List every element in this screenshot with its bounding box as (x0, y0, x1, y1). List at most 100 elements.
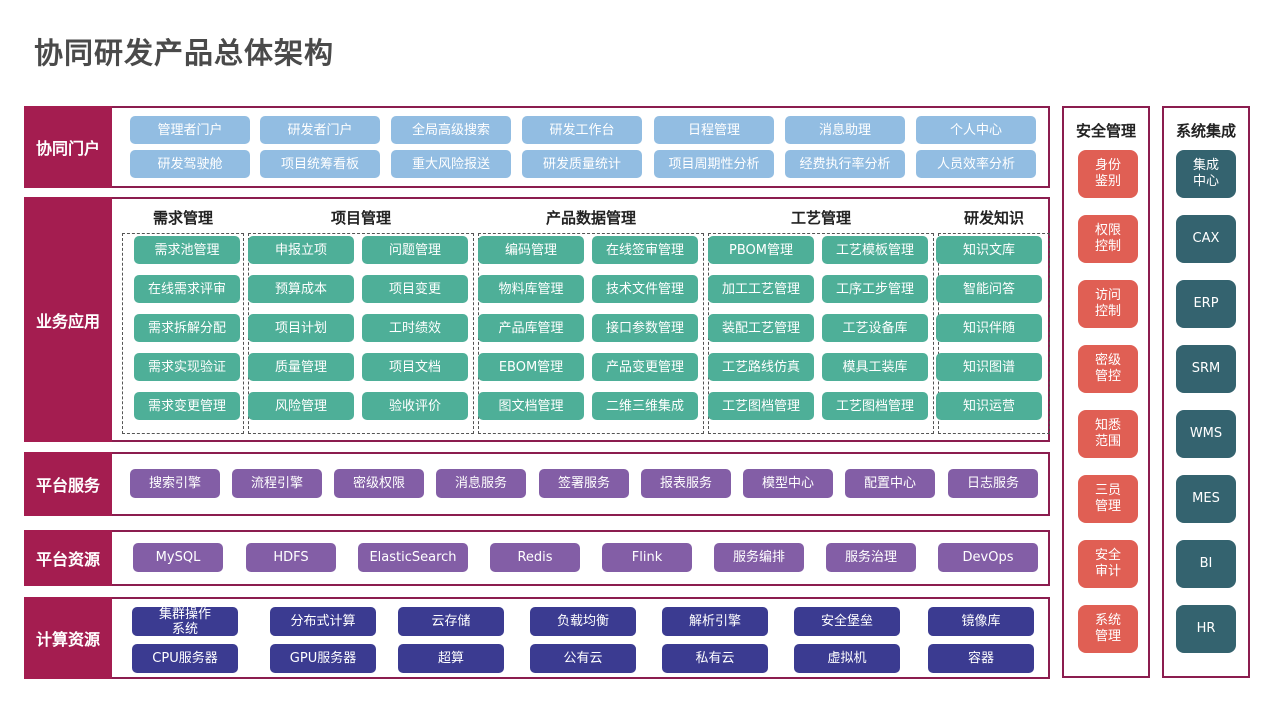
business-item[interactable]: 模具工装库 (822, 353, 928, 381)
portal-item[interactable]: 人员效率分析 (916, 150, 1036, 178)
resource-item[interactable]: Redis (490, 543, 580, 572)
business-item[interactable]: 知识图谱 (936, 353, 1042, 381)
compute-item[interactable]: 虚拟机 (794, 644, 900, 673)
business-item[interactable]: 需求拆解分配 (134, 314, 240, 342)
security-item[interactable]: 知悉范围 (1078, 410, 1138, 458)
business-item[interactable]: 智能问答 (936, 275, 1042, 303)
portal-item[interactable]: 经费执行率分析 (785, 150, 905, 178)
integration-item[interactable]: MES (1176, 475, 1236, 523)
portal-item[interactable]: 研发驾驶舱 (130, 150, 250, 178)
business-item[interactable]: 工艺设备库 (822, 314, 928, 342)
business-item[interactable]: 在线需求评审 (134, 275, 240, 303)
compute-item[interactable]: 超算 (398, 644, 504, 673)
business-item[interactable]: 项目计划 (248, 314, 354, 342)
business-item[interactable]: 二维三维集成 (592, 392, 698, 420)
compute-item[interactable]: 私有云 (662, 644, 768, 673)
integration-item[interactable]: BI (1176, 540, 1236, 588)
compute-item[interactable]: 云存储 (398, 607, 504, 636)
compute-item[interactable]: CPU服务器 (132, 644, 238, 673)
business-item[interactable]: 接口参数管理 (592, 314, 698, 342)
portal-item[interactable]: 重大风险报送 (391, 150, 511, 178)
service-item[interactable]: 日志服务 (948, 469, 1038, 498)
service-item[interactable]: 签署服务 (539, 469, 629, 498)
portal-item[interactable]: 研发质量统计 (522, 150, 642, 178)
resource-item[interactable]: MySQL (133, 543, 223, 572)
integration-item[interactable]: WMS (1176, 410, 1236, 458)
portal-item[interactable]: 日程管理 (654, 116, 774, 144)
business-item[interactable]: 知识运营 (936, 392, 1042, 420)
resource-item[interactable]: 服务编排 (714, 543, 804, 572)
portal-item[interactable]: 管理者门户 (130, 116, 250, 144)
business-item[interactable]: 需求变更管理 (134, 392, 240, 420)
business-item[interactable]: PBOM管理 (708, 236, 814, 264)
portal-item[interactable]: 全局高级搜索 (391, 116, 511, 144)
portal-item[interactable]: 项目周期性分析 (654, 150, 774, 178)
business-item[interactable]: 工艺图档管理 (822, 392, 928, 420)
business-item[interactable]: 产品库管理 (478, 314, 584, 342)
business-item[interactable]: 工艺路线仿真 (708, 353, 814, 381)
security-item[interactable]: 身份鉴别 (1078, 150, 1138, 198)
integration-item[interactable]: HR (1176, 605, 1236, 653)
compute-item[interactable]: 负载均衡 (530, 607, 636, 636)
portal-item[interactable]: 研发工作台 (522, 116, 642, 144)
resource-item[interactable]: DevOps (938, 543, 1038, 572)
resource-item[interactable]: ElasticSearch (358, 543, 468, 572)
service-item[interactable]: 搜索引擎 (130, 469, 220, 498)
business-item[interactable]: 项目文档 (362, 353, 468, 381)
business-item[interactable]: 知识文库 (936, 236, 1042, 264)
compute-item[interactable]: 公有云 (530, 644, 636, 673)
business-item[interactable]: 产品变更管理 (592, 353, 698, 381)
resource-item[interactable]: Flink (602, 543, 692, 572)
compute-item[interactable]: GPU服务器 (270, 644, 376, 673)
business-item[interactable]: 工艺模板管理 (822, 236, 928, 264)
security-item[interactable]: 安全审计 (1078, 540, 1138, 588)
resource-item[interactable]: 服务治理 (826, 543, 916, 572)
security-item[interactable]: 权限控制 (1078, 215, 1138, 263)
service-item[interactable]: 消息服务 (436, 469, 526, 498)
portal-item[interactable]: 研发者门户 (260, 116, 380, 144)
service-item[interactable]: 报表服务 (641, 469, 731, 498)
compute-item[interactable]: 集群操作系统 (132, 607, 238, 637)
business-item[interactable]: 工时绩效 (362, 314, 468, 342)
integration-item[interactable]: CAX (1176, 215, 1236, 263)
business-item[interactable]: 加工工艺管理 (708, 275, 814, 303)
service-item[interactable]: 流程引擎 (232, 469, 322, 498)
compute-item[interactable]: 分布式计算 (270, 607, 376, 636)
business-item[interactable]: 编码管理 (478, 236, 584, 264)
integration-item[interactable]: 集成中心 (1176, 150, 1236, 198)
business-item[interactable]: 风险管理 (248, 392, 354, 420)
business-item[interactable]: 工序工步管理 (822, 275, 928, 303)
service-item[interactable]: 配置中心 (845, 469, 935, 498)
compute-item[interactable]: 容器 (928, 644, 1034, 673)
business-item[interactable]: 申报立项 (248, 236, 354, 264)
security-item[interactable]: 系统管理 (1078, 605, 1138, 653)
service-item[interactable]: 密级权限 (334, 469, 424, 498)
portal-item[interactable]: 个人中心 (916, 116, 1036, 144)
compute-item[interactable]: 镜像库 (928, 607, 1034, 636)
portal-item[interactable]: 项目统筹看板 (260, 150, 380, 178)
security-item[interactable]: 三员管理 (1078, 475, 1138, 523)
business-item[interactable]: 质量管理 (248, 353, 354, 381)
service-item[interactable]: 模型中心 (743, 469, 833, 498)
business-item[interactable]: 验收评价 (362, 392, 468, 420)
business-item[interactable]: 需求池管理 (134, 236, 240, 264)
business-item[interactable]: 在线签审管理 (592, 236, 698, 264)
integration-item[interactable]: ERP (1176, 280, 1236, 328)
compute-item[interactable]: 安全堡垒 (794, 607, 900, 636)
security-item[interactable]: 访问控制 (1078, 280, 1138, 328)
security-item[interactable]: 密级管控 (1078, 345, 1138, 393)
business-item[interactable]: 工艺图档管理 (708, 392, 814, 420)
business-item[interactable]: 图文档管理 (478, 392, 584, 420)
business-item[interactable]: 技术文件管理 (592, 275, 698, 303)
business-item[interactable]: 需求实现验证 (134, 353, 240, 381)
business-item[interactable]: 预算成本 (248, 275, 354, 303)
business-item[interactable]: 问题管理 (362, 236, 468, 264)
resource-item[interactable]: HDFS (246, 543, 336, 572)
business-item[interactable]: 物料库管理 (478, 275, 584, 303)
business-item[interactable]: 知识伴随 (936, 314, 1042, 342)
portal-item[interactable]: 消息助理 (785, 116, 905, 144)
compute-item[interactable]: 解析引擎 (662, 607, 768, 636)
business-item[interactable]: 项目变更 (362, 275, 468, 303)
integration-item[interactable]: SRM (1176, 345, 1236, 393)
business-item[interactable]: 装配工艺管理 (708, 314, 814, 342)
